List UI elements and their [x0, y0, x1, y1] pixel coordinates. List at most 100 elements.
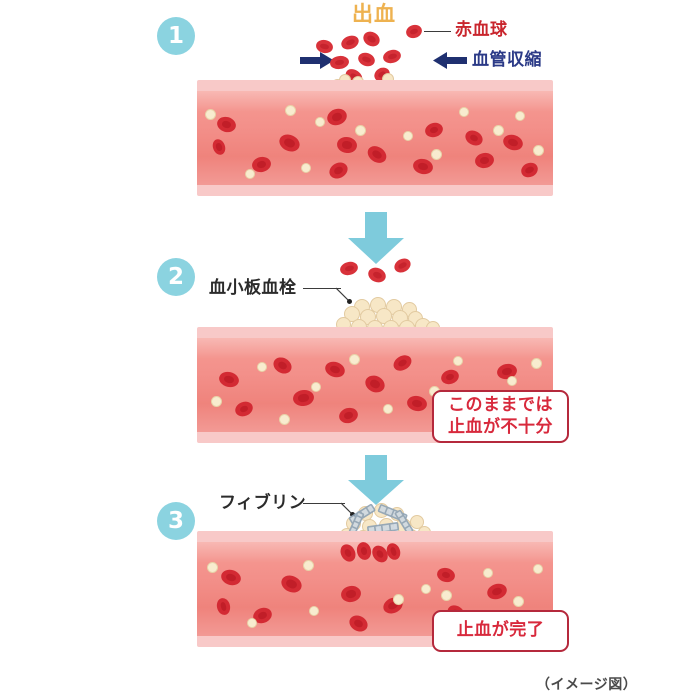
red-blood-cell	[411, 157, 435, 176]
red-blood-cell	[291, 388, 316, 408]
step-number-badge-1: 1	[157, 17, 195, 55]
platelet	[205, 109, 216, 120]
red-blood-cell	[423, 120, 445, 140]
vessel-wall-bottom	[197, 185, 553, 196]
platelet	[483, 568, 493, 578]
red-blood-cell	[362, 372, 388, 396]
vessel-wall-top	[197, 531, 553, 542]
red-blood-cell	[339, 584, 363, 604]
arrow-left-icon	[433, 52, 467, 69]
callout-line-1: このままでは	[448, 394, 553, 415]
red-blood-cell	[435, 566, 457, 584]
arrow-down-icon	[348, 212, 404, 264]
label-vasoconstriction: 血管収縮	[472, 50, 542, 70]
platelet	[421, 584, 431, 594]
red-blood-cell	[323, 359, 347, 380]
platelet	[533, 145, 544, 156]
platelet	[301, 163, 311, 173]
vessel-wall-bottom	[197, 432, 553, 443]
platelet	[383, 404, 393, 414]
platelet	[257, 362, 267, 372]
platelet	[515, 111, 525, 121]
callout-insufficient-hemostasis: このままでは 止血が不十分	[432, 390, 569, 443]
platelet	[410, 515, 424, 529]
red-blood-cell	[335, 135, 359, 155]
red-blood-cell	[462, 127, 486, 149]
red-blood-cell	[276, 131, 303, 155]
red-blood-cell	[439, 367, 461, 387]
red-blood-cell-pointer	[404, 22, 424, 41]
callout-hemostasis-complete: 止血が完了	[432, 610, 569, 652]
escaping-red-blood-cell	[366, 265, 388, 285]
platelet	[245, 169, 255, 179]
platelet	[531, 358, 542, 369]
platelet	[311, 382, 321, 392]
label-fibrin: フィブリン	[219, 493, 307, 513]
platelet	[459, 107, 469, 117]
label-bleeding: 出血	[352, 2, 396, 26]
platelet	[431, 149, 442, 160]
red-blood-cell	[278, 572, 305, 596]
platelet	[507, 376, 517, 386]
leader-line-red-blood-cell	[424, 31, 451, 32]
red-blood-cell	[337, 405, 360, 426]
platelet	[513, 596, 524, 607]
step-number-2: 2	[167, 263, 184, 290]
red-blood-cell	[473, 151, 496, 170]
vessel-wall-top	[197, 327, 553, 338]
red-blood-cell	[217, 369, 241, 390]
platelet	[533, 564, 543, 574]
arrow-right-icon	[300, 52, 334, 69]
label-platelet-thrombus: 血小板血栓	[209, 278, 297, 298]
platelet	[403, 131, 413, 141]
escaping-red-blood-cell	[356, 50, 377, 69]
red-blood-cell	[405, 394, 429, 413]
red-blood-cell	[364, 142, 390, 167]
blood-vessel-1	[197, 80, 553, 196]
platelet	[493, 125, 504, 136]
vessel-wall-top	[197, 80, 553, 91]
red-blood-cell	[215, 596, 232, 617]
platelet	[247, 618, 257, 628]
step-number-badge-3: 3	[157, 502, 195, 540]
arrow-down-icon	[348, 455, 404, 505]
platelet	[303, 560, 314, 571]
red-blood-cell	[219, 567, 243, 588]
red-blood-cell	[215, 114, 238, 135]
escaping-red-blood-cell	[381, 48, 403, 65]
platelet	[453, 356, 463, 366]
vessel-highlight	[197, 338, 553, 359]
red-blood-cell	[501, 132, 525, 153]
platelet	[279, 414, 290, 425]
red-blood-cell	[233, 399, 255, 419]
step-number-3: 3	[167, 507, 184, 534]
platelet	[207, 562, 218, 573]
step-number-badge-2: 2	[157, 258, 195, 296]
leader-line-fibrin	[303, 503, 345, 504]
escaping-red-blood-cell	[339, 33, 361, 52]
platelet	[285, 105, 296, 116]
leader-line-platelet-thrombus	[303, 288, 341, 289]
vessel-wall-bottom	[197, 636, 553, 647]
escaping-red-blood-cell	[360, 28, 383, 50]
leader-dot-fibrin	[350, 512, 355, 517]
leader-dot-platelet-thrombus	[347, 299, 352, 304]
red-blood-cell	[485, 581, 509, 602]
red-blood-cell	[210, 137, 228, 157]
platelet	[441, 590, 452, 601]
callout-line-2: 止血が不十分	[448, 416, 553, 437]
step-number-1: 1	[167, 22, 184, 49]
platelet	[211, 396, 222, 407]
platelet	[349, 354, 360, 365]
vessel-highlight	[197, 91, 553, 112]
platelet	[393, 594, 404, 605]
escaping-red-blood-cell	[329, 54, 350, 71]
platelet	[309, 606, 319, 616]
platelet	[315, 117, 325, 127]
platelet	[355, 125, 366, 136]
figure-footnote: （イメージ図）	[536, 677, 638, 693]
callout-line-1: 止血が完了	[456, 620, 545, 641]
red-blood-cell	[346, 612, 371, 635]
label-red-blood-cell: 赤血球	[455, 20, 508, 40]
